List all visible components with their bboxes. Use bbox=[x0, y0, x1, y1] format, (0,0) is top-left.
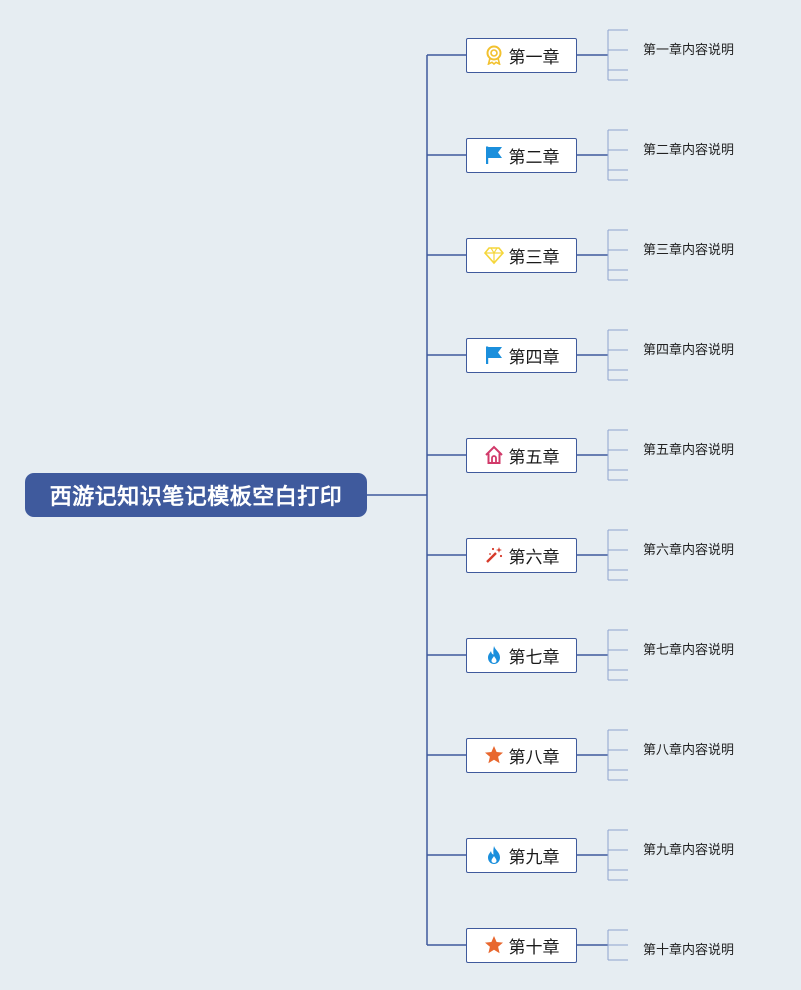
chapter-node[interactable]: 第一章 bbox=[466, 37, 577, 73]
chapter-node[interactable]: 第八章 bbox=[466, 737, 577, 773]
chapter-label: 第八章 bbox=[508, 747, 560, 768]
fire-icon bbox=[484, 845, 504, 865]
chapter-node[interactable]: 第四章 bbox=[466, 337, 577, 373]
chapter-description: 第六章内容说明 bbox=[643, 543, 735, 558]
chapter-label: 第十章 bbox=[508, 937, 560, 958]
chapter-label: 第六章 bbox=[508, 547, 560, 568]
chapter-label: 第七章 bbox=[508, 647, 560, 668]
chapter-description: 第八章内容说明 bbox=[643, 743, 735, 758]
chapter-description: 第四章内容说明 bbox=[643, 343, 735, 358]
chapter-description: 第二章内容说明 bbox=[643, 143, 735, 158]
chapter-description: 第七章内容说明 bbox=[643, 643, 735, 658]
chapter-description: 第一章内容说明 bbox=[643, 43, 735, 58]
magic-wand-icon bbox=[484, 545, 504, 565]
root-topic[interactable]: 西游记知识笔记模板空白打印 bbox=[25, 473, 367, 517]
chapter-description: 第三章内容说明 bbox=[643, 243, 735, 258]
chapter-node[interactable]: 第五章 bbox=[466, 437, 577, 473]
star-icon bbox=[484, 745, 504, 765]
flag-icon bbox=[484, 345, 504, 365]
chapter-label: 第二章 bbox=[508, 147, 560, 168]
chapter-description: 第五章内容说明 bbox=[643, 443, 735, 458]
home-icon bbox=[484, 445, 504, 465]
chapter-node[interactable]: 第六章 bbox=[466, 537, 577, 573]
award-ribbon-icon bbox=[484, 45, 504, 65]
chapter-label: 第三章 bbox=[508, 247, 560, 268]
star-icon bbox=[484, 935, 504, 955]
chapter-label: 第五章 bbox=[508, 447, 560, 468]
flag-icon bbox=[484, 145, 504, 165]
chapter-description: 第九章内容说明 bbox=[643, 843, 735, 858]
chapter-description: 第十章内容说明 bbox=[643, 943, 735, 958]
chapter-label: 第一章 bbox=[508, 47, 560, 68]
chapter-node[interactable]: 第十章 bbox=[466, 927, 577, 963]
chapter-node[interactable]: 第九章 bbox=[466, 837, 577, 873]
fire-icon bbox=[484, 645, 504, 665]
chapter-label: 第九章 bbox=[508, 847, 560, 868]
diamond-icon bbox=[483, 245, 504, 265]
chapter-node[interactable]: 第七章 bbox=[466, 637, 577, 673]
chapter-node[interactable]: 第二章 bbox=[466, 137, 577, 173]
chapter-label: 第四章 bbox=[508, 347, 560, 368]
chapter-node[interactable]: 第三章 bbox=[466, 237, 577, 273]
